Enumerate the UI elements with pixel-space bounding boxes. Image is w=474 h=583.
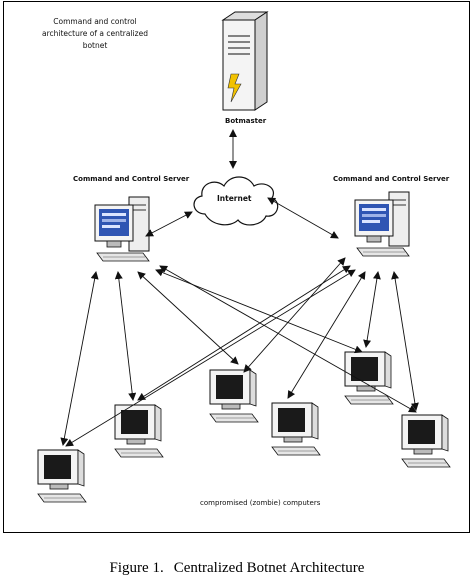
internet-label: Internet — [217, 194, 252, 203]
figure-caption: Figure 1. Centralized Botnet Architecture — [0, 560, 474, 577]
connection-arrows — [60, 129, 419, 447]
zombie-computer-icon — [271, 402, 321, 456]
figure-caption-text: Centralized Botnet Architecture — [173, 560, 365, 576]
cc-server-right-label: Command and Control Server — [333, 175, 450, 183]
arrow-ccr-zombie5 — [363, 271, 381, 348]
arrow-ccl-zombie2 — [114, 271, 137, 401]
zombies-label: compromised (zombie) computers — [200, 499, 321, 507]
cc-server-right-icon — [354, 191, 410, 257]
cc-server-left-icon — [94, 196, 150, 262]
diagram-title: Command and control architecture of a ce… — [42, 17, 148, 50]
zombie-computer-icon — [401, 414, 451, 468]
zombie-computer-icon — [37, 449, 87, 503]
botmaster-server-icon — [221, 11, 269, 111]
zombie-computer-icon — [114, 404, 164, 458]
arrow-ccl-zombie1 — [60, 271, 99, 446]
zombie-computer-icon — [209, 369, 259, 423]
botmaster-label: Botmaster — [225, 117, 267, 125]
cc-server-left-label: Command and Control Server — [73, 175, 190, 183]
arrow-ccr-zombie4 — [287, 271, 366, 399]
arrow-ccl-zombie6 — [159, 265, 417, 413]
botnet-diagram — [37, 11, 451, 503]
arrow-internet-cc-left — [145, 211, 193, 237]
arrow-ccr-zombie3 — [243, 257, 346, 373]
zombie-computer-icon — [344, 351, 394, 405]
arrow-ccl-zombie5 — [155, 268, 363, 354]
figure-number: Figure 1. — [109, 560, 164, 576]
internet-cloud-icon — [193, 176, 279, 226]
arrow-internet-cc-right — [267, 197, 339, 239]
arrow-ccr-zombie6 — [391, 271, 419, 411]
